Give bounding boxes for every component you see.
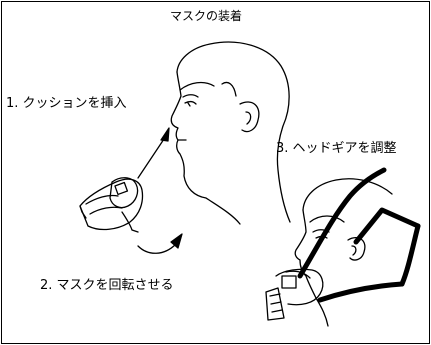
head-2-face — [294, 209, 317, 299]
rotate-arrow — [137, 233, 183, 254]
head-2-neck — [315, 297, 329, 327]
head-2-hairline — [309, 215, 345, 223]
step-1-label: 1. クッションを挿入 — [6, 96, 127, 111]
insert-arrow — [137, 127, 170, 179]
head-2-outline — [302, 178, 393, 211]
step-3-label: 3. ヘッドギアを調整 — [276, 141, 397, 156]
head-1-hairline — [179, 81, 237, 97]
mask-illustration-1 — [79, 177, 144, 233]
head-with-headgear-illustration — [294, 178, 393, 327]
head-1-eye — [184, 100, 197, 107]
head-profile-illustration — [170, 41, 291, 225]
step-2-label: 2. マスクを回転させる — [40, 278, 174, 293]
diagram-title: マスクの装着 — [170, 9, 243, 23]
head-1-face — [170, 71, 207, 199]
head-1-ear — [239, 101, 260, 133]
mask-illustration-2 — [265, 268, 324, 321]
head-1-eyebrow — [182, 94, 199, 98]
head-1-neck — [205, 197, 241, 225]
head-1-outline — [176, 41, 291, 223]
headgear-straps — [297, 167, 421, 303]
